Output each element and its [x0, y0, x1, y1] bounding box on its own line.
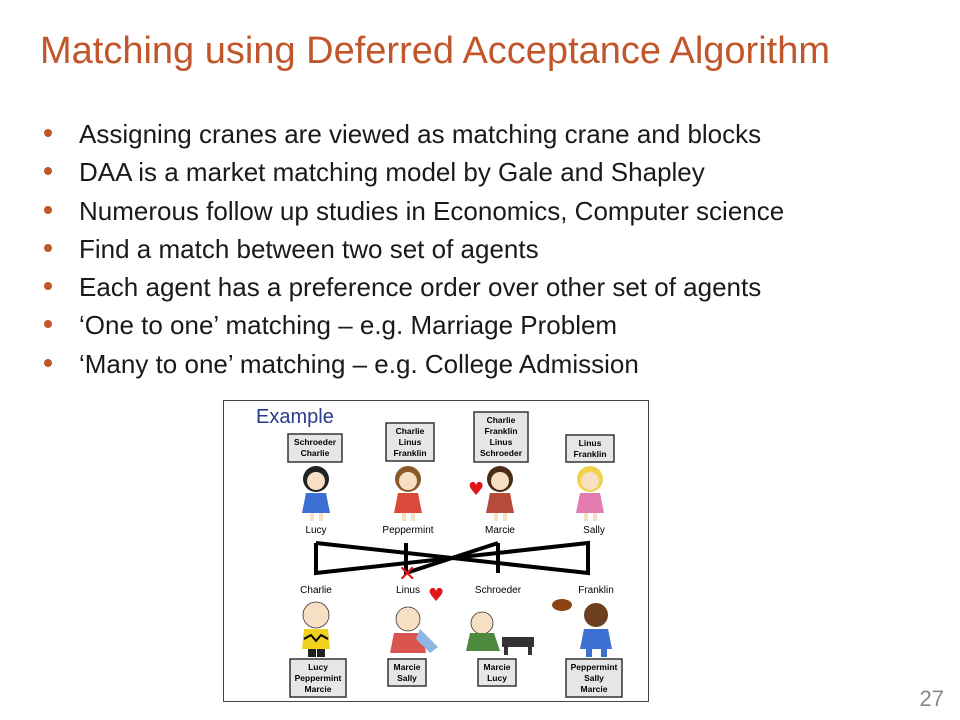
preference-text: Lucy: [487, 673, 507, 683]
preference-text: Franklin: [484, 426, 517, 436]
agent-name: Sally: [583, 525, 605, 536]
bullet-dot-icon: [44, 205, 52, 214]
bullet-text: ‘One to one’ matching – e.g. Marriage Pr…: [79, 310, 618, 341]
agent-sally: Linus Franklin Sally: [565, 434, 615, 536]
bullet-text: Each agent has a preference order over o…: [79, 272, 762, 303]
bullet-list: Assigning cranes are viewed as matching …: [44, 115, 784, 383]
preference-text: Charlie: [301, 448, 330, 458]
bullet-dot-icon: [44, 320, 52, 329]
preference-text: Schroeder: [294, 437, 337, 447]
linus-character-icon: [390, 606, 438, 653]
rejection-x-icon: ✕: [398, 562, 416, 587]
bullet-item: ‘Many to one’ matching – e.g. College Ad…: [44, 345, 784, 383]
agent-name: Charlie: [300, 585, 332, 596]
bullet-item: DAA is a market matching model by Gale a…: [44, 153, 784, 191]
agent-name: Marcie: [485, 525, 515, 536]
slide-title: Matching using Deferred Acceptance Algor…: [40, 30, 830, 72]
preference-text: Lucy: [308, 662, 328, 672]
peppermint-character-icon: [394, 466, 422, 521]
sally-character-icon: [576, 466, 604, 521]
preference-box: [387, 658, 427, 687]
preference-box: [477, 658, 517, 687]
bullet-text: Assigning cranes are viewed as matching …: [79, 119, 762, 149]
bullet-dot-icon: [44, 282, 52, 291]
lucy-character-icon: [302, 466, 330, 521]
preference-text: Charlie: [487, 415, 516, 425]
example-heading: Example: [256, 406, 334, 428]
preference-box: [565, 434, 615, 463]
agent-name: Linus: [396, 585, 420, 596]
schroeder-character-icon: [466, 611, 534, 655]
preference-text: Sally: [397, 673, 417, 683]
agent-marcie: Charlie Franklin Linus Schroeder Marcie: [473, 411, 529, 536]
bullet-text: Numerous follow up studies in Economics,…: [79, 195, 785, 226]
preference-text: Peppermint: [571, 662, 618, 672]
preference-text: Marcie: [484, 662, 511, 672]
cross-line-inner-left: [404, 541, 499, 576]
preference-text: Peppermint: [295, 673, 342, 683]
preference-text: Marcie: [581, 684, 608, 694]
agent-lucy: Schroeder Charlie Lucy: [287, 433, 343, 536]
preference-text: Franklin: [573, 449, 606, 459]
toy-piano-icon: [502, 637, 534, 647]
bullet-dot-icon: [44, 167, 52, 176]
preference-text: Charlie: [396, 426, 425, 436]
bullet-item: ‘One to one’ matching – e.g. Marriage Pr…: [44, 306, 784, 344]
preference-text: Schroeder: [480, 448, 523, 458]
charlie-character-icon: [302, 601, 330, 657]
matching-lines: [314, 540, 590, 576]
agent-name: Lucy: [305, 525, 326, 536]
matching-diagram: Example ✕ ♥ ♥ Schroeder Charlie Lucy: [256, 406, 623, 698]
agent-peppermint: Charlie Linus Franklin Peppermint: [382, 422, 435, 536]
agent-franklin: Franklin Peppermint Sally Marcie: [552, 585, 623, 698]
preference-text: Sally: [584, 673, 604, 683]
preference-box: [287, 433, 343, 463]
matching-example-figure: Example ✕ ♥ ♥ Schroeder Charlie Lucy: [223, 400, 649, 702]
preference-box: [565, 658, 623, 698]
bullet-text: DAA is a market matching model by Gale a…: [79, 157, 705, 188]
heart-icon: ♥: [468, 479, 484, 500]
bullet-text: ‘Many to one’ matching – e.g. College Ad…: [79, 348, 639, 379]
marcie-character-icon: [486, 466, 514, 521]
bullet-dot-icon: [44, 243, 52, 252]
bullet-item: Assigning cranes are viewed as matching …: [44, 115, 784, 153]
agent-charlie: Charlie Lucy Peppermint Marcie: [289, 585, 347, 698]
preference-text: Franklin: [393, 448, 426, 458]
agent-schroeder: Schroeder Marcie Lucy: [466, 585, 534, 687]
bullet-text: Find a match between two set of agents: [79, 233, 539, 264]
preference-text: Linus: [579, 438, 602, 448]
bullet-item: Each agent has a preference order over o…: [44, 268, 784, 306]
page-number: 27: [919, 686, 944, 711]
agent-name: Schroeder: [475, 585, 522, 596]
preference-text: Linus: [490, 437, 513, 447]
agent-name: Franklin: [578, 585, 614, 596]
preference-box: [473, 411, 529, 463]
agent-linus: Linus Marcie Sally: [387, 585, 438, 687]
preference-box: [289, 658, 347, 698]
heart-icon: ♥: [428, 585, 444, 606]
bullet-dot-icon: [44, 358, 52, 367]
preference-text: Marcie: [305, 684, 332, 694]
agent-name: Peppermint: [382, 525, 433, 536]
football-icon: [552, 599, 572, 611]
preference-text: Marcie: [394, 662, 421, 672]
preference-box: [385, 422, 435, 462]
franklin-character-icon: [552, 599, 612, 657]
bullet-item: Find a match between two set of agents: [44, 230, 784, 268]
bullet-dot-icon: [44, 129, 52, 137]
preference-text: Linus: [399, 437, 422, 447]
bullet-item: Numerous follow up studies in Economics,…: [44, 192, 784, 230]
